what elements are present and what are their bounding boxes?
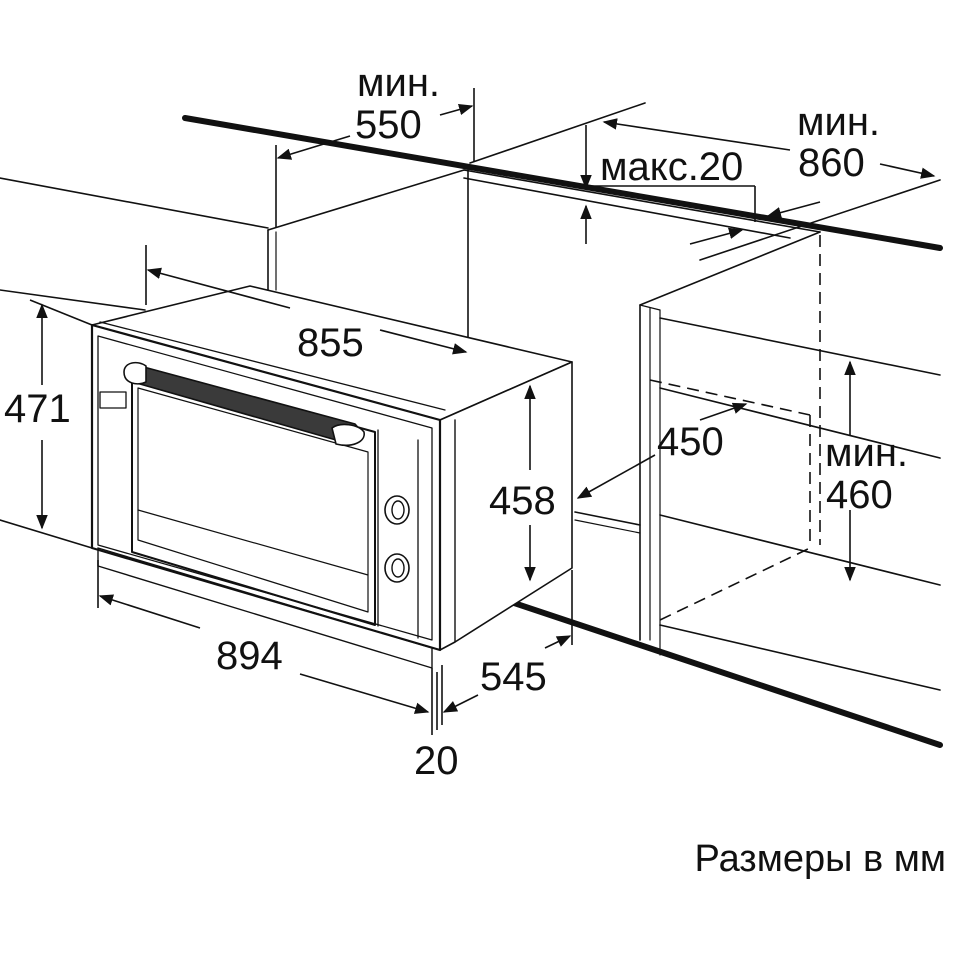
left-panel-top: [267, 169, 465, 231]
dim-860-left: [602, 118, 791, 151]
dim-855-right: [379, 329, 468, 355]
right-wall-line-2: [659, 317, 941, 376]
dashed-bottom: [659, 547, 811, 621]
oven-top-trim: [99, 321, 446, 411]
oven: [90, 285, 573, 669]
dashed-shelf-back: [649, 379, 811, 416]
label-860-word: мин.: [797, 100, 880, 144]
left-wall-line-3: [0, 519, 93, 549]
label-max-20: макс.20: [600, 145, 743, 189]
dimension-labels: мин. 550 мин. 860 макс.20 855 471 450 ми…: [4, 61, 908, 783]
knob-top: [384, 495, 410, 525]
oven-door-window: [137, 387, 369, 613]
hidden-edges: [649, 235, 821, 621]
worktop-back-line: [469, 102, 646, 164]
dim-max20-lower: [689, 227, 744, 245]
label-855: 855: [297, 321, 364, 365]
left-wall-line-1: [0, 177, 269, 229]
niche-top-rail: [463, 169, 821, 233]
label-460-value: 460: [826, 473, 893, 517]
dim-545-right: [544, 635, 572, 649]
dim-550-left: [276, 135, 351, 160]
ext-471-top: [29, 299, 93, 326]
left-wall-line-2: [0, 289, 146, 311]
right-wall-line-5: [659, 624, 941, 691]
right-panel-edge: [639, 304, 661, 311]
dim-545-left: [442, 694, 479, 713]
brand-badge: [99, 391, 127, 409]
floor-base-line: [502, 597, 943, 748]
dim-894-left: [98, 594, 201, 629]
right-wall-line-1: [699, 179, 941, 261]
dim-860-right: [879, 163, 936, 179]
dim-855-left: [146, 267, 291, 309]
right-panel-top: [639, 231, 821, 306]
handle-end-left: [123, 361, 147, 385]
label-458: 458: [489, 479, 556, 523]
label-471: 471: [4, 387, 71, 431]
dimension-lines: [29, 88, 936, 735]
niche-shelf-lower: [574, 519, 641, 534]
oven-front-trim: [97, 335, 433, 641]
label-550-word: мин.: [357, 61, 440, 105]
niche-shelf-front: [574, 511, 641, 526]
label-550-value: 550: [355, 103, 422, 147]
right-wall-line-3: [659, 387, 941, 459]
dim-450-down: [576, 454, 656, 499]
label-894: 894: [216, 634, 283, 678]
dim-894-right: [299, 673, 430, 714]
worktop-edge-line: [182, 115, 943, 251]
right-wall-line-4: [659, 514, 941, 586]
label-460-word: мин.: [825, 431, 908, 475]
dim-max20-upper: [766, 201, 821, 219]
label-860-value: 860: [798, 141, 865, 185]
dim-450-up: [699, 402, 748, 421]
handle-end-right: [331, 423, 365, 447]
knob-bottom: [384, 553, 410, 583]
label-20: 20: [414, 739, 459, 783]
label-450: 450: [657, 420, 724, 464]
label-545: 545: [480, 655, 547, 699]
units-caption: Размеры в мм: [694, 838, 946, 880]
dim-550-right: [439, 103, 474, 116]
kitchen-niche: [0, 102, 943, 748]
door-window-line: [137, 509, 369, 576]
